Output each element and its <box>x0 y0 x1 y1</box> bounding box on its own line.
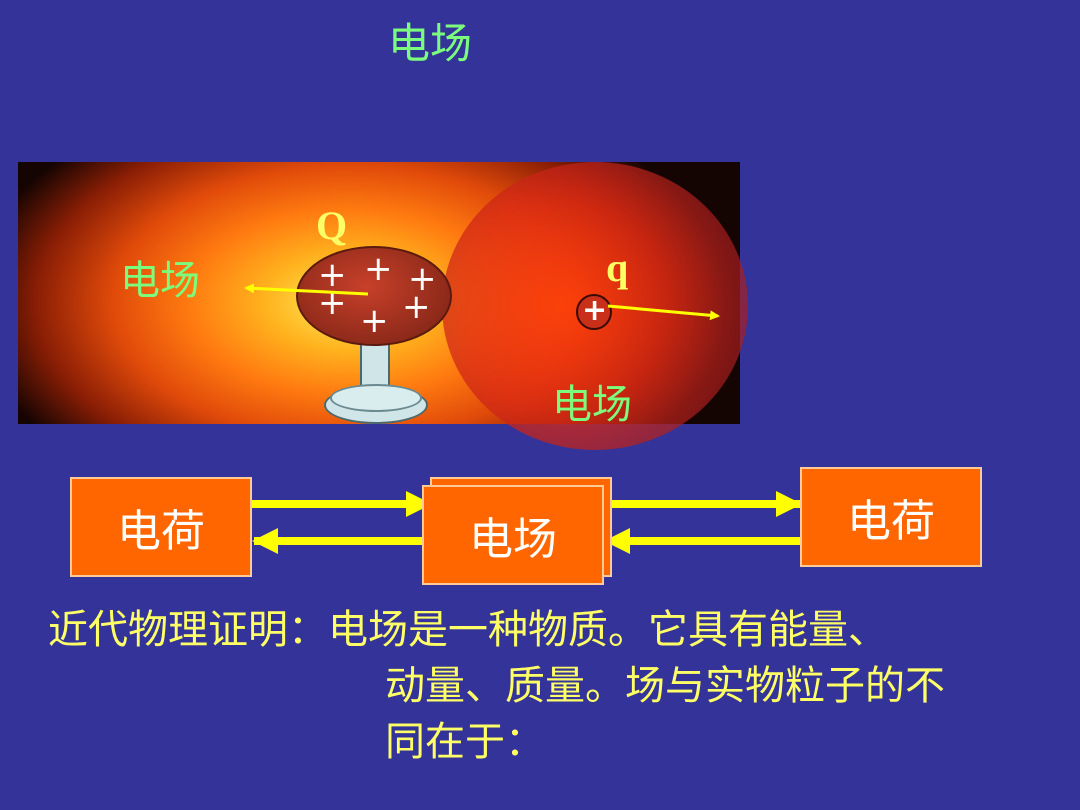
plus-sign: + <box>364 249 393 289</box>
plus-sign: + <box>360 301 389 341</box>
field-box: 电场 <box>422 485 604 585</box>
explanation-line-3: 同在于： <box>385 719 545 765</box>
explanation-line-1: 近代物理证明：电场是一种物质。它具有能量、 <box>48 607 888 653</box>
plus-sign: + <box>318 255 347 295</box>
test-charge: + <box>576 294 612 330</box>
test-charge-sign: + <box>582 293 608 328</box>
test-charge-label: q <box>606 245 629 290</box>
stand-base-top <box>330 384 422 412</box>
field-arrow-right <box>607 304 720 321</box>
source-charge-label: Q <box>316 203 348 248</box>
slide-title: 电场 <box>388 19 473 68</box>
charge-box-right: 电荷 <box>800 467 982 567</box>
explanation-text: 近代物理证明：电场是一种物质。它具有能量、 动量、质量。场与实物粒子的不 同在于… <box>48 602 1068 770</box>
field-label-left: 电场 <box>120 258 200 304</box>
explanation-line-2: 动量、质量。场与实物粒子的不 <box>385 663 945 709</box>
plus-sign: + <box>408 259 437 299</box>
plus-sign: + <box>402 287 431 327</box>
charge-box-left: 电荷 <box>70 477 252 577</box>
field-arrow-left <box>244 283 369 296</box>
source-charge-sphere: + + + + + + <box>296 246 452 346</box>
field-label-bottom: 电场 <box>552 382 632 428</box>
